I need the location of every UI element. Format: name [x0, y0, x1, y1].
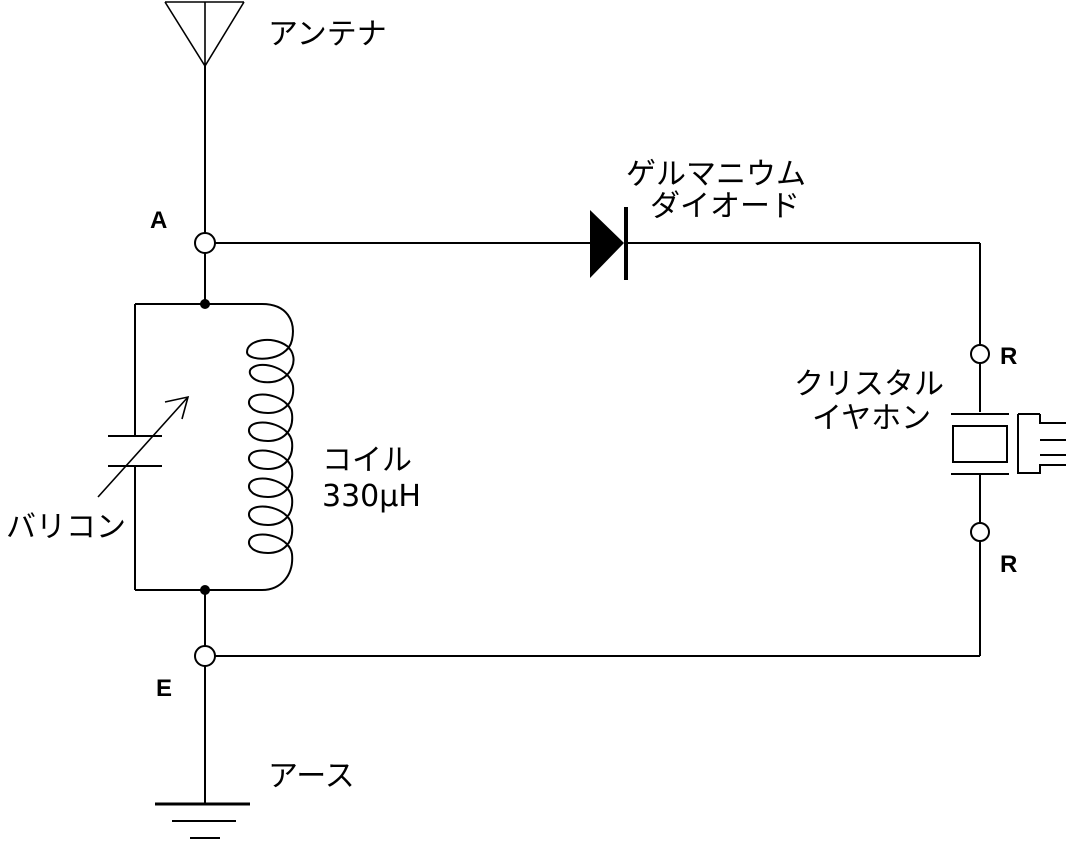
antenna-symbol — [164, 1, 245, 68]
variable-capacitor-symbol — [97, 395, 190, 498]
earphone-label-line2: イヤホン — [812, 401, 931, 436]
diode-label-line1: ゲルマニウム — [626, 157, 806, 192]
node-label-a: A — [150, 207, 167, 234]
node-label-r-bottom: R — [1000, 551, 1017, 578]
antenna-label: アンテナ — [268, 17, 387, 52]
earth-label: アース — [268, 759, 355, 794]
coil-symbol — [245, 303, 295, 591]
node-label-r-top: R — [1000, 343, 1017, 370]
diode-label-line2: ダイオード — [650, 189, 800, 224]
diode-symbol — [590, 207, 628, 280]
earphone-label-line1: クリスタル — [794, 367, 944, 402]
coil-label: コイル — [322, 443, 412, 478]
varicon-label: バリコン — [6, 510, 126, 545]
coil-value-label: 330μH — [322, 479, 421, 514]
ground-symbol — [155, 802, 250, 839]
terminal-r-top — [970, 344, 990, 364]
node-label-e: E — [156, 675, 172, 702]
terminal-a — [194, 232, 216, 254]
terminal-r-bottom — [970, 522, 990, 542]
crystal-earphone-symbol — [951, 413, 1066, 475]
terminal-e — [194, 645, 216, 667]
